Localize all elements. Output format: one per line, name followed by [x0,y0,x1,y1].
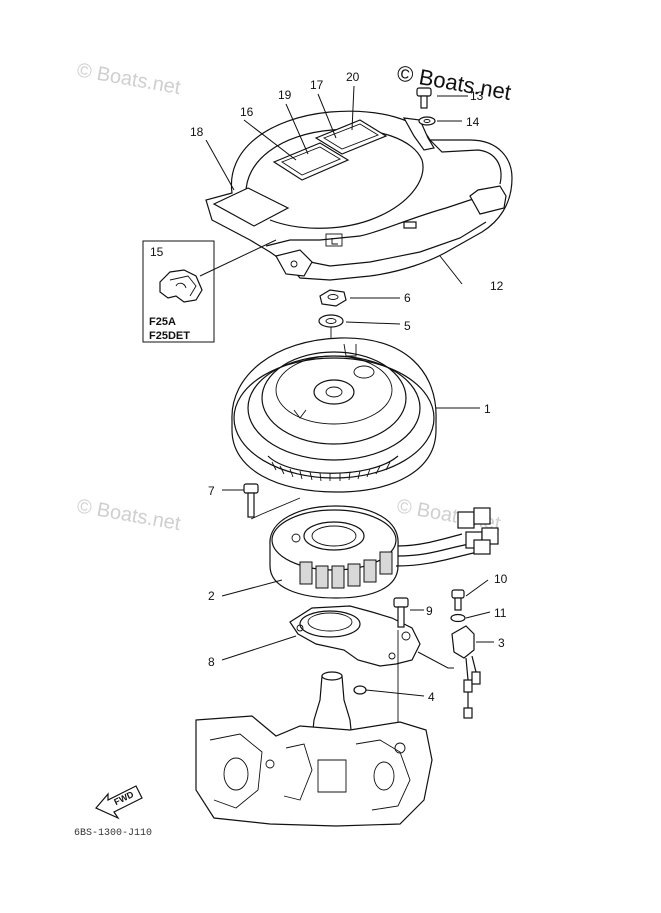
pulser-coil-3 [451,625,481,719]
callout-16: 16 [240,105,254,119]
callout-9: 9 [426,604,433,618]
inset-variant-box: F25A F25DET [142,240,215,343]
callout-17: 17 [310,78,324,92]
callout-10: 10 [494,572,508,586]
callout-4: 4 [428,690,435,704]
callout-15: 15 [150,245,164,259]
stator-coil-windings [299,551,393,589]
callout-14: 14 [466,115,480,129]
callout-12: 12 [490,279,504,293]
callout-3: 3 [498,636,505,650]
bolt-9 [393,597,409,628]
drawing-code: 6BS-1300-J110 [74,828,152,839]
watermark-mid-left: © Boats.net [75,495,182,535]
woodruff-key-4 [353,685,367,695]
flywheel-ring-gear [267,455,399,482]
callout-1: 1 [484,402,491,416]
callout-20: 20 [346,70,360,84]
callout-18: 18 [190,125,204,139]
inset-variant-f25a: F25A [149,316,176,328]
engine-block [195,715,433,827]
callout-8: 8 [208,655,215,669]
forward-direction-arrow: FWD [95,785,143,820]
callout-numbers: 1 2 3 4 5 6 7 8 9 10 11 12 13 14 15 16 1… [150,70,508,704]
washer-5 [318,314,344,328]
bolt-13 [416,87,432,109]
bolt-7 [243,483,259,518]
watermark-top-left: © Boats.net [75,59,182,99]
washer-14 [418,116,436,126]
inset-variant-f25det: F25DET [149,330,190,342]
callout-7: 7 [208,484,215,498]
callout-6: 6 [404,291,411,305]
callout-5: 5 [404,319,411,333]
callout-13: 13 [470,89,484,103]
flywheel-cover-12 [205,110,513,281]
stator-connectors [457,507,499,555]
stator-2 [269,505,479,599]
nut-6 [319,289,347,307]
callout-19: 19 [278,88,292,102]
washer-11 [450,613,466,623]
stator-base-8 [289,605,421,667]
watermark-top-right: © Boats.net [395,60,513,105]
bolt-10 [451,589,465,611]
callout-2: 2 [208,589,215,603]
callout-leaders [205,85,463,285]
flywheel-1 [231,337,437,493]
callout-11: 11 [494,606,507,620]
